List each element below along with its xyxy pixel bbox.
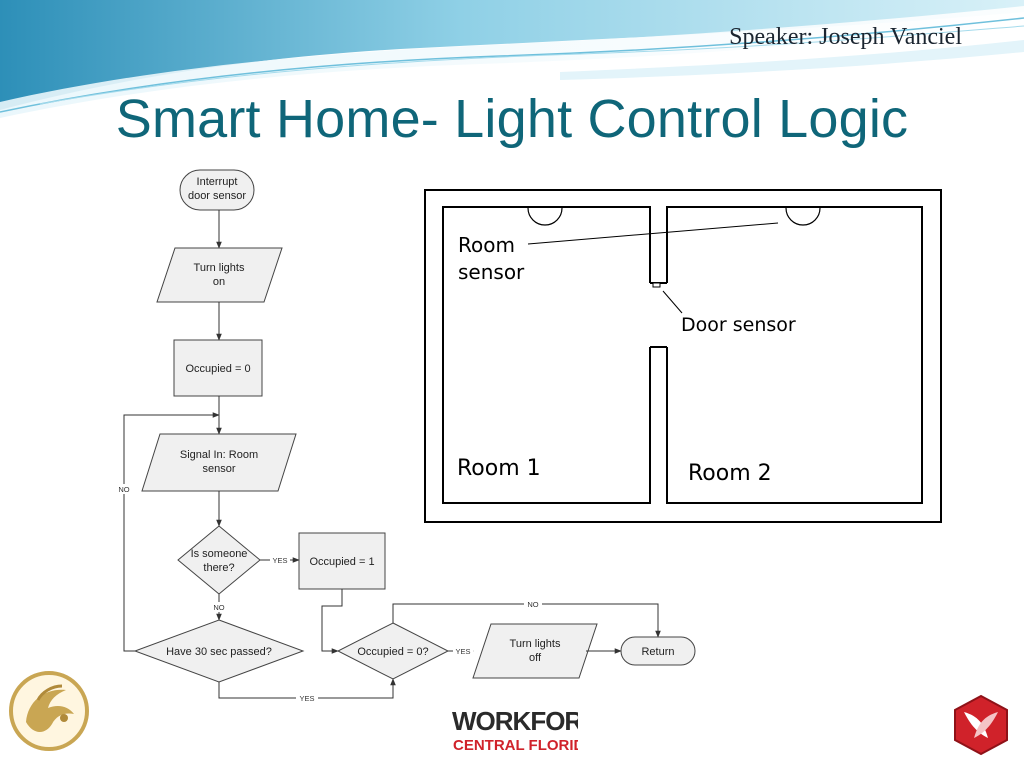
header-waves bbox=[0, 0, 1024, 118]
edge-label-no: NO bbox=[213, 603, 224, 612]
svg-text:Return: Return bbox=[641, 646, 674, 658]
slide-title: Smart Home- Light Control Logic bbox=[115, 89, 909, 149]
node-return: Return bbox=[620, 636, 696, 666]
edge-label-yes: YES bbox=[299, 694, 314, 703]
room-sensor-icon bbox=[785, 207, 821, 226]
svg-text:CENTRAL FLORIDA: CENTRAL FLORIDA bbox=[453, 737, 578, 754]
edge-label-no: NO bbox=[118, 485, 129, 494]
speaker-label: Speaker: Joseph Vanciel bbox=[729, 24, 962, 50]
hexagon-logo bbox=[954, 694, 1008, 756]
room1-label: Room 1 bbox=[457, 456, 541, 481]
node-occupied-one: Occupied = 1 bbox=[298, 532, 386, 590]
svg-text:Have 30 sec passed?: Have 30 sec passed? bbox=[166, 646, 272, 658]
floor-plan: Room sensor Door sensor Room 1 Room 2 bbox=[424, 189, 942, 523]
door-sensor-icon bbox=[652, 282, 661, 288]
edge-label-no: NO bbox=[527, 600, 538, 609]
room1-walls bbox=[442, 206, 651, 504]
pegasus-logo bbox=[9, 671, 89, 751]
node-have-30: Have 30 sec passed? bbox=[133, 619, 305, 683]
node-occupied-q: Occupied = 0? bbox=[336, 622, 450, 680]
svg-text:Occupied = 0: Occupied = 0 bbox=[185, 363, 250, 375]
door-sensor-label: Door sensor bbox=[681, 314, 796, 336]
node-occupied-zero: Occupied = 0 bbox=[173, 339, 263, 397]
room2-walls bbox=[666, 206, 923, 504]
room-sensor-icon bbox=[527, 207, 563, 226]
edge-label-yes: YES bbox=[455, 647, 470, 656]
svg-text:Occupied = 1: Occupied = 1 bbox=[309, 556, 374, 568]
edge-label-yes: YES bbox=[272, 556, 287, 565]
room-sensor-label: Room sensor bbox=[458, 233, 525, 284]
svg-text:Occupied = 0?: Occupied = 0? bbox=[357, 646, 428, 658]
room2-label: Room 2 bbox=[688, 461, 772, 486]
